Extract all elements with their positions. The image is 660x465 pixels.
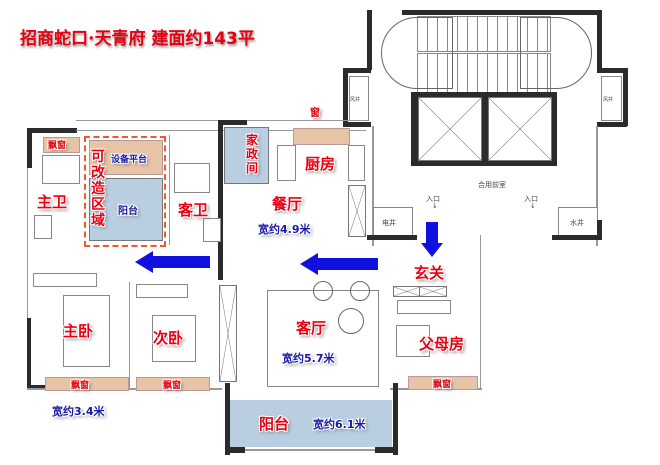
equipment-platform (89, 140, 163, 175)
kitchen-label: 厨房 (305, 155, 336, 173)
parents-wardrobe (397, 300, 451, 314)
guest-bath-label: 客卫 (178, 201, 209, 219)
second-bed (152, 315, 196, 362)
entry-arrow-down-icon (421, 243, 443, 257)
maid-room-label: 家政间 (246, 133, 259, 175)
north-balcony (89, 178, 163, 241)
second-wardrobe (136, 284, 188, 298)
bay-window-second-label: 飘窗 (163, 381, 182, 391)
master-bath-label: 主卫 (37, 193, 68, 211)
master-bath-tub (42, 155, 80, 184)
dining-label: 餐厅 (272, 195, 303, 213)
flow-arrow-center-icon (300, 253, 318, 275)
kitchen-counter-top (293, 128, 350, 145)
guest-bath-shower (174, 163, 210, 193)
equipment-platform-label: 设备平台 (111, 155, 148, 165)
kitchen-cabinet (348, 185, 366, 237)
water-shaft-label: 水井 (570, 219, 584, 227)
bedroom-width-label: 宽约3.4米 (52, 405, 105, 418)
bay-window-master-bath-label: 飘窗 (48, 141, 67, 151)
north-balcony-label: 阳台 (118, 206, 138, 217)
bay-window-second (136, 377, 210, 391)
master-bath-toilet (34, 215, 52, 239)
kitchen-sink (348, 145, 365, 181)
living-room-label: 客厅 (296, 319, 327, 337)
vent-shaft-right (601, 76, 622, 121)
electric-shaft-label: 电井 (382, 219, 396, 227)
parents-room-label: 父母房 (419, 335, 465, 353)
living-width-label: 宽约5.7米 (282, 352, 335, 365)
bay-window-master-bath (43, 137, 80, 153)
entry-left-label: 入口 (426, 195, 440, 203)
south-balcony (230, 400, 392, 447)
entrance-label: 玄关 (414, 264, 445, 282)
entry-arrow-bar (426, 222, 438, 244)
south-balcony-wall-left (225, 383, 230, 455)
bay-window-parents (408, 376, 478, 390)
elevator-right (488, 97, 552, 161)
south-balcony-label: 阳台 (259, 415, 290, 433)
bay-window-master (45, 377, 129, 391)
kitchen-window-label: 窗 (310, 108, 320, 119)
dining-width-label: 宽约4.9米 (258, 223, 311, 236)
bay-window-parents-label: 飘窗 (433, 380, 452, 390)
south-balcony-wall-right (393, 383, 398, 455)
armchair-left (313, 281, 333, 301)
parents-bed (396, 325, 430, 357)
maid-room (224, 127, 269, 184)
master-wardrobe (33, 273, 97, 287)
entrance-cabinet-1 (393, 286, 421, 297)
master-bedroom-label: 主卧 (63, 322, 94, 340)
second-bedroom-label: 次卧 (153, 329, 184, 347)
guest-bath-toilet (203, 218, 221, 242)
kitchen-stove (277, 145, 296, 181)
plan-title: 招商蛇口·天青府 建面约143平 (20, 29, 255, 49)
flow-arrow-right-bar (318, 258, 378, 270)
renovable-area-label: 可改造区域 (91, 149, 105, 229)
entry-right-label: 入口 (524, 195, 538, 203)
renovable-area-outline (84, 136, 166, 247)
balcony-width-label: 宽约6.1米 (313, 418, 366, 431)
vent-right-label: 风井 (603, 97, 614, 103)
armchair-right (350, 281, 370, 301)
bay-window-master-label: 飘窗 (71, 381, 90, 391)
flow-arrow-left-icon (135, 251, 153, 273)
hall-cabinet (219, 285, 237, 382)
master-bed (63, 295, 110, 367)
entrance-cabinet-2 (419, 286, 447, 297)
living-rug (267, 290, 379, 387)
lobby-label: 合用前室 (478, 181, 506, 189)
vent-left-label: 风井 (350, 97, 361, 103)
flow-arrow-left-bar (152, 256, 210, 268)
elevator-left (418, 97, 482, 161)
coffee-table (338, 308, 364, 334)
